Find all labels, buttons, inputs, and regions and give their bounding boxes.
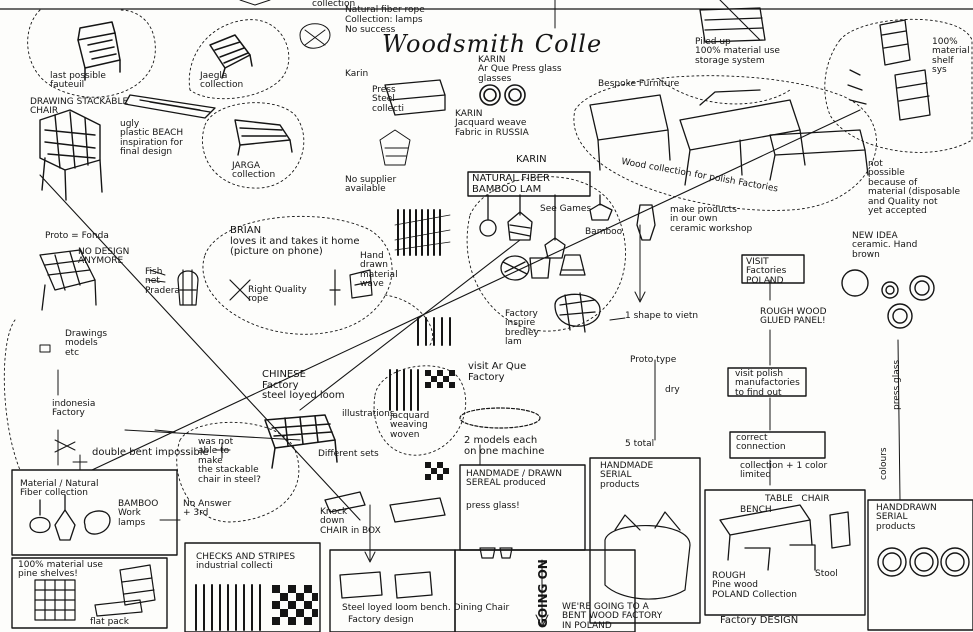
label-colours: colours	[880, 447, 889, 480]
label-factory-inspire: Factory inspire bredley lam	[505, 310, 539, 348]
label-checks-stripes: CHECKS AND STRIPES industrial collecti	[196, 553, 295, 572]
label-double-bent: double bent impossible	[92, 448, 209, 459]
label-fish-pradera: Fish net Pradera	[145, 268, 180, 296]
table-icon	[590, 90, 868, 185]
label-right-quality: Right Quality rope	[248, 286, 307, 305]
stacking-chair-icon	[265, 415, 337, 468]
label-steel-loom-bench: Steel loyed loom bench. Dining Chair	[342, 604, 509, 613]
label-drawing-stackable: DRAWING STACKABLE CHAIR	[30, 98, 128, 117]
label-material-pine: 100% material use pine shelves!	[18, 561, 103, 580]
label-five-total: 5 total	[625, 440, 654, 449]
label-jarga: JARGA collection	[232, 162, 275, 181]
chaise-lounge-icon	[235, 120, 292, 155]
label-not-possible: not possible because of material (dispos…	[868, 160, 960, 217]
label-handmade-drawn: HANDMADE / DRAWN SEREAL produced	[466, 470, 562, 489]
label-knock-down: Knock down CHAIR in BOX	[320, 508, 381, 536]
shelf-icon	[848, 20, 930, 120]
label-jaegla: Jaegla collection	[200, 72, 243, 91]
label-flat-pack: flat pack	[90, 618, 129, 627]
label-two-models: 2 models each on one machine	[464, 436, 544, 457]
label-one-shape: 1 shape to vietn	[625, 312, 698, 321]
label-indonesia: indonesia Factory	[52, 400, 95, 419]
label-no-answer: No Answer + 3rd	[183, 500, 231, 519]
label-make-products: make products in our own ceramic worksho…	[670, 206, 752, 234]
label-visit-arque: visit Ar Que Factory	[468, 362, 526, 383]
label-no-design: NO DESIGN ANYMORE	[78, 248, 129, 267]
label-ugly-plastic: ugly plastic BEACH inspiration for final…	[120, 120, 183, 158]
label-natural-fiber-lamp: NATURAL FIBER BAMBOO LAM	[472, 174, 550, 195]
label-factory-design-1: Factory design	[348, 616, 414, 625]
label-press-glass: press glass!	[466, 502, 520, 511]
label-rough-pine: ROUGH Pine wood POLAND Collection	[712, 572, 797, 600]
bench-icon	[125, 95, 215, 118]
page-title: Woodsmith Colle	[382, 32, 602, 57]
label-bamboo: Bamboo	[585, 228, 622, 237]
label-chinese-factory: CHINESE Factory steel loyed loom	[262, 370, 345, 402]
label-factory-design-2: Factory DESIGN	[720, 616, 798, 627]
label-piled-up: Piled up 100% material use storage syste…	[695, 38, 780, 66]
label-bamboo-work: BAMBOO Work lamps	[118, 500, 158, 528]
label-material-fiber: Material / Natural Fiber collection	[20, 480, 99, 499]
label-karin-2: KARIN	[516, 155, 547, 166]
label-press-glass-vertical: press glass	[893, 360, 902, 410]
label-drawings-models: Drawings models etc	[65, 330, 107, 358]
label-was-not-able: was not able to make the stackable chair…	[198, 438, 261, 485]
label-no-success: No success	[345, 26, 395, 35]
label-stool: Stool	[815, 570, 838, 579]
label-collection-color: collection + 1 color limited	[740, 462, 827, 481]
label-handmade-serial: HANDMADE SERIAL products	[600, 462, 653, 490]
label-last-possible: last possible fauteuil	[50, 72, 106, 91]
label-going-on: GOING ON	[537, 559, 550, 628]
label-proto-type: Proto type	[630, 356, 676, 365]
label-handdrawn-serial: HANDDRAWN SERIAL products	[876, 504, 937, 532]
wire-chair-icon	[40, 110, 102, 200]
label-table-chair: TABLE CHAIR	[765, 495, 830, 504]
label-jacquard-weaving: jacquard weaving woven	[390, 412, 429, 440]
label-bespoke: Bespoke Furniture	[598, 80, 679, 89]
label-create-connections: correct connection	[736, 434, 786, 453]
label-new-idea: NEW IDEA ceramic. Hand brown	[852, 232, 917, 260]
label-see-games: See Games	[540, 205, 591, 214]
label-different-sets: Different sets	[318, 450, 379, 459]
glass-icon	[480, 85, 525, 105]
label-karin-1: Karin	[345, 70, 368, 79]
label-material-shelf: 100% material shelf sys	[932, 38, 970, 76]
label-were-going: WE'RE GOING TO A BENT WOOD FACTORY IN PO…	[562, 603, 662, 631]
label-brian: BRIAN loves it and takes it home (pictur…	[230, 226, 359, 258]
label-no-supplier: No supplier available	[345, 176, 396, 195]
label-illustrations: illustrations	[342, 410, 395, 419]
label-visit-factories: VISIT Factories POLAND	[746, 258, 786, 286]
label-hand-drawn-wave: Hand drawn material wave	[360, 252, 398, 290]
label-press-steel: Press Steel collecti	[372, 86, 404, 114]
label-rough-wood-glued: ROUGH WOOD GLUED PANEL!	[760, 308, 827, 327]
label-bench: BENCH	[740, 506, 772, 515]
label-dry-run: dry	[665, 386, 680, 395]
label-proto-fonda: Proto = Fonda	[45, 232, 109, 241]
label-karin-jacquard: KARIN Jacquard weave Fabric in RUSSIA	[455, 110, 529, 138]
label-visit-polish: visit polish manufactories to find out	[735, 370, 800, 398]
label-karin-arque: KARIN Ar Que Press glass glasses	[478, 56, 562, 84]
